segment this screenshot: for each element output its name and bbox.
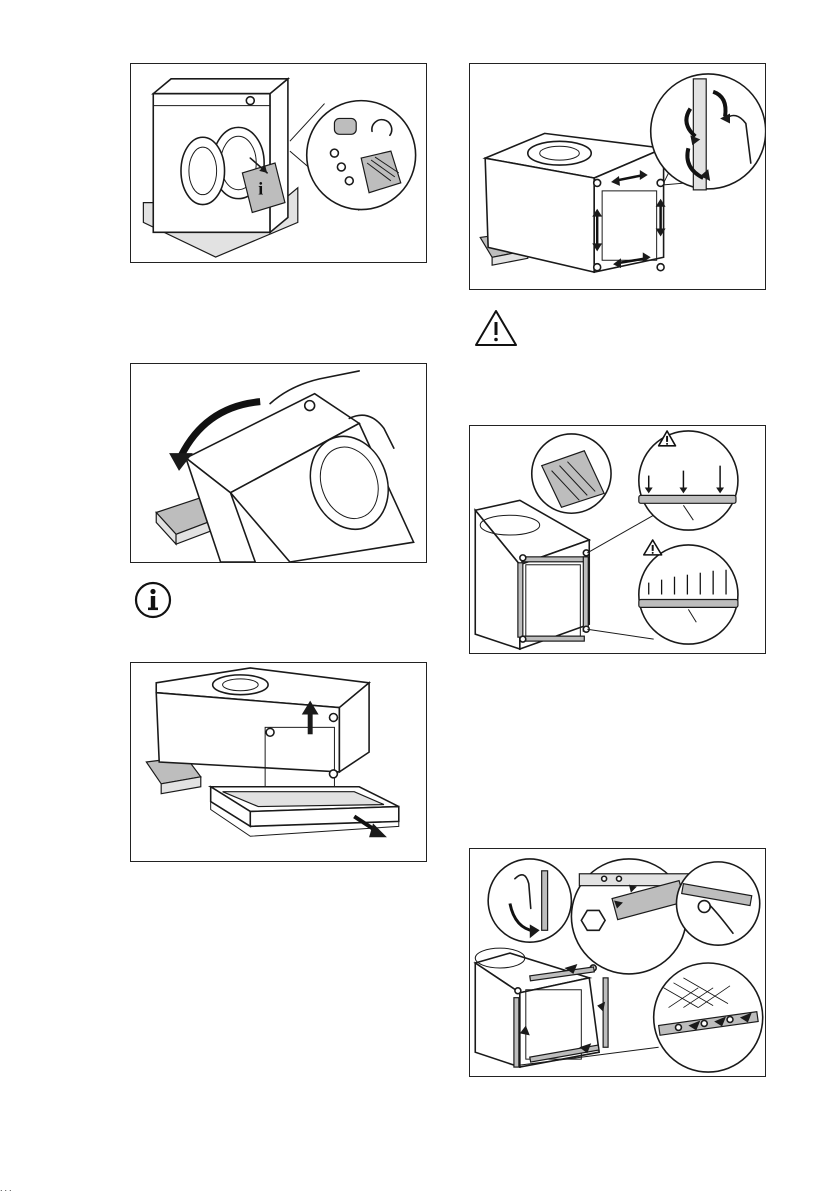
figure-apply-gaskets: [469, 425, 766, 654]
figure-tilt-machine: [130, 363, 427, 563]
figure-unpack-accessories: i: [130, 63, 427, 263]
illustration-fit-gasket-strips: [470, 849, 765, 1076]
warning-icon: [473, 308, 519, 348]
info-icon: [133, 580, 173, 620]
illustration-apply-gaskets: [470, 426, 765, 653]
illustration-unpack-accessories: i: [131, 64, 426, 262]
figure-fit-gasket-strips: [469, 848, 766, 1077]
illustration-remove-base: [131, 663, 426, 861]
page-footer: ...: [0, 1184, 150, 1192]
figure-clean-frame: [469, 63, 766, 290]
illustration-tilt-machine: [131, 364, 426, 562]
illustration-clean-frame: [470, 64, 765, 289]
figure-remove-base: [130, 662, 427, 862]
svg-text:i: i: [258, 179, 263, 199]
